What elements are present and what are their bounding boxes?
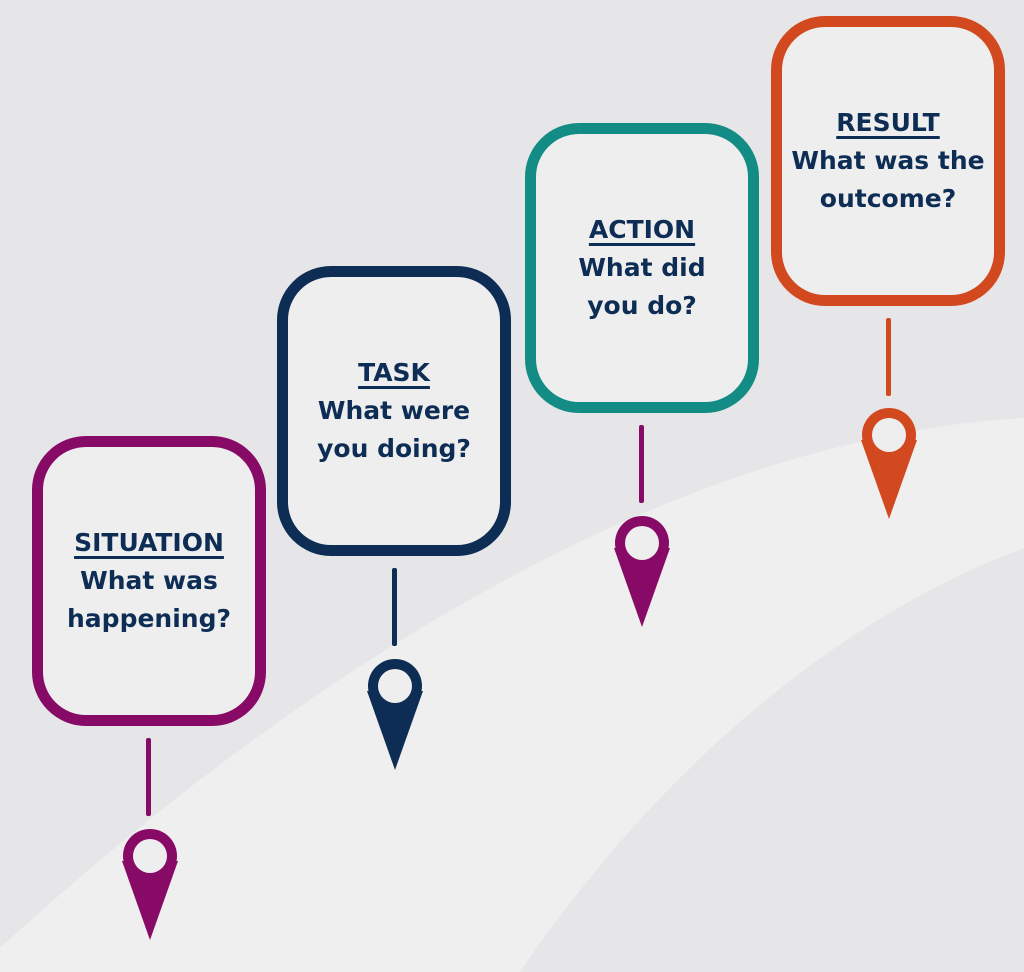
connector-stem-result [886, 318, 891, 396]
step-question-situation-line1: What was [80, 566, 218, 595]
map-pin-icon [122, 829, 178, 940]
map-pin-icon [861, 408, 917, 519]
step-question-task-line2: you doing? [317, 434, 471, 463]
step-question-result-line1: What was the [791, 146, 985, 175]
step-card-result: RESULT What was the outcome? [771, 16, 1005, 306]
connector-stem-task [392, 568, 397, 646]
step-title-result: RESULT [836, 108, 940, 137]
map-pin-icon [614, 516, 670, 627]
step-card-action: ACTION What did you do? [525, 123, 759, 413]
step-title-task: TASK [358, 358, 430, 387]
step-card-situation: SITUATION What was happening? [32, 436, 266, 726]
step-question-task-line1: What were [317, 396, 471, 425]
step-question-result-line2: outcome? [819, 184, 957, 213]
step-question-action-line1: What did [578, 253, 706, 282]
step-title-action: ACTION [588, 215, 696, 244]
road-shape [0, 418, 1024, 972]
connector-stem-action [639, 425, 644, 503]
step-title-situation: SITUATION [74, 528, 224, 557]
step-card-task: TASK What were you doing? [277, 266, 511, 556]
connector-stem-situation [146, 738, 151, 816]
map-pin-icon [367, 659, 423, 770]
step-question-action-line2: you do? [587, 291, 697, 320]
step-question-situation-line2: happening? [67, 604, 231, 633]
